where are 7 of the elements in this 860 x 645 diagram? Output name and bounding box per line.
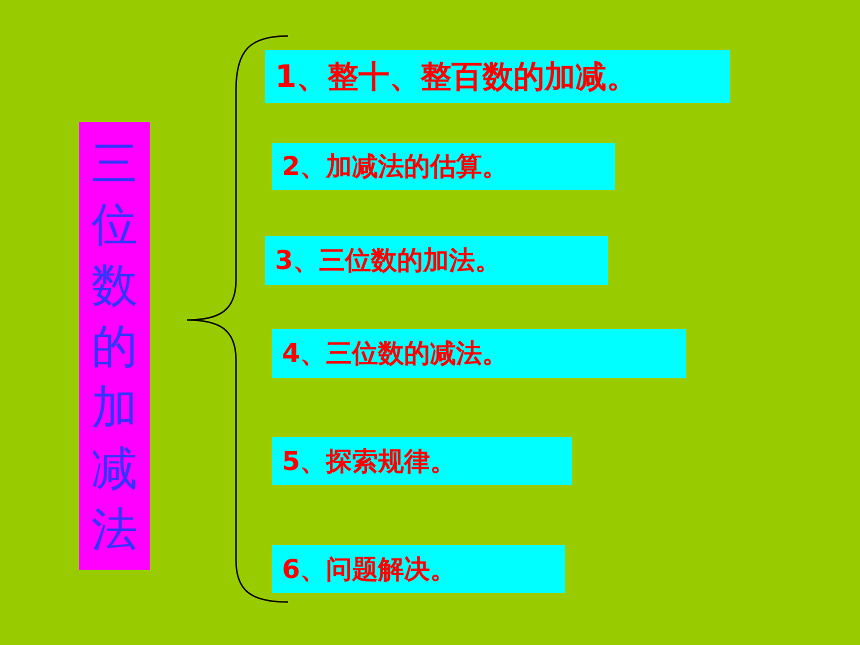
title-box: 三位数的加减法 bbox=[79, 122, 150, 570]
topic-box: 5、探索规律。 bbox=[272, 437, 572, 485]
topic-box: 3、三位数的加法。 bbox=[265, 236, 608, 285]
topic-box: 6、问题解决。 bbox=[272, 545, 565, 593]
topic-box: 4、三位数的减法。 bbox=[272, 329, 686, 378]
topic-box: 2、加减法的估算。 bbox=[272, 143, 615, 190]
topic-box: 1、整十、整百数的加减。 bbox=[265, 50, 730, 103]
